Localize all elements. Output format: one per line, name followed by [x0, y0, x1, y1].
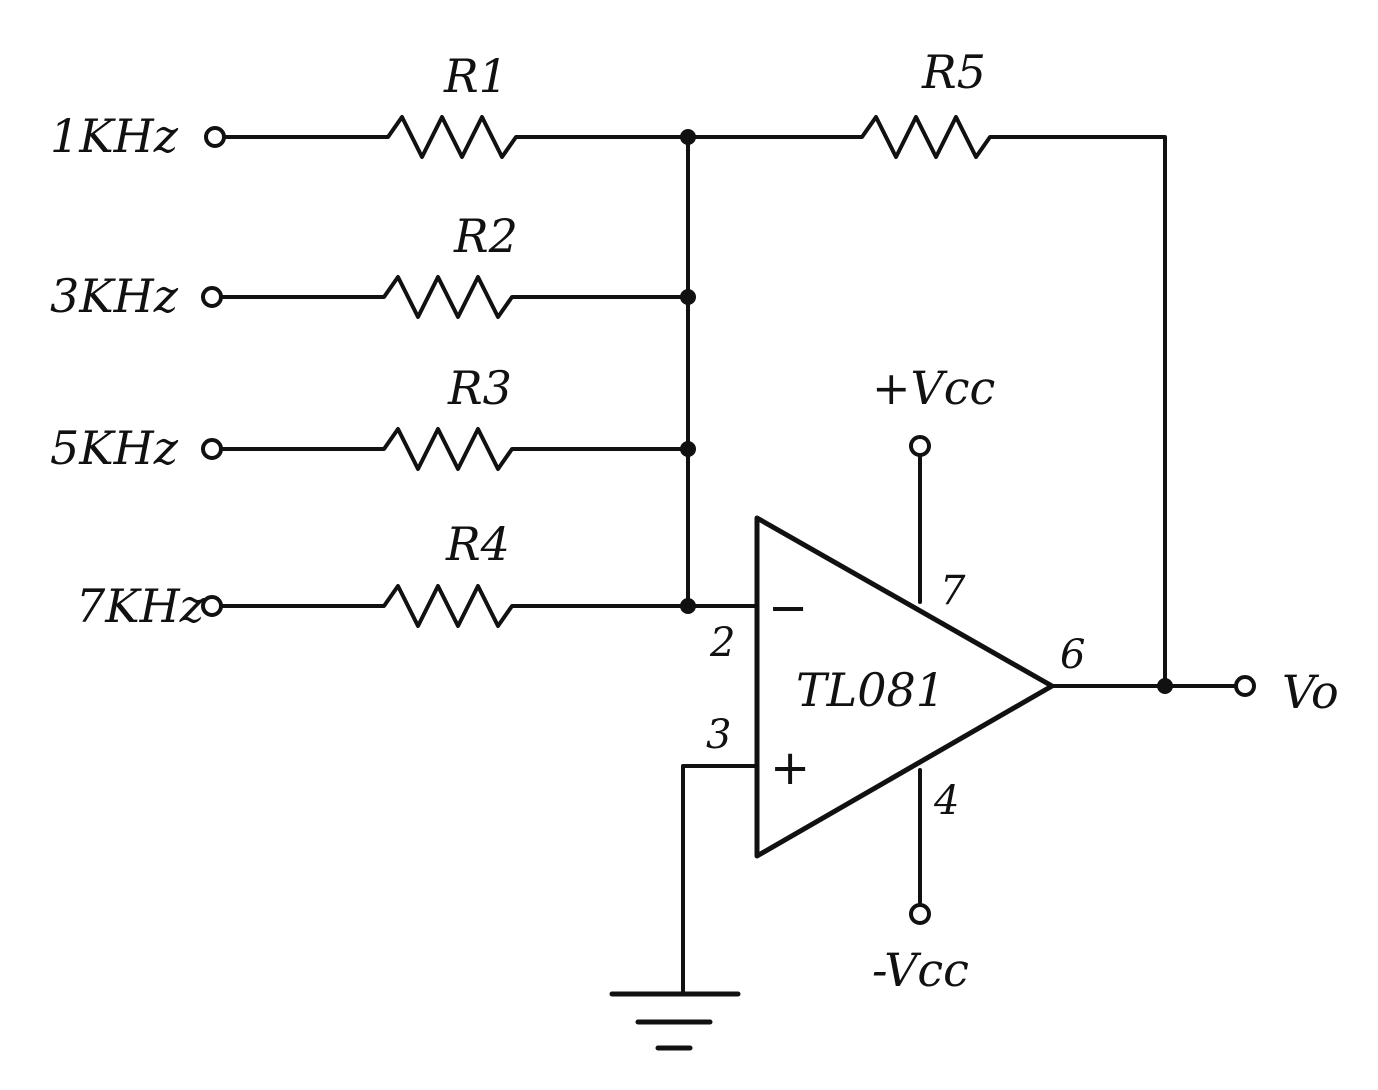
- resistor-r3: [219, 427, 690, 471]
- pin-6-label: 6: [1060, 632, 1085, 678]
- pin-3-label: 3: [706, 712, 731, 758]
- input-branch-2: 3KHz R2: [50, 209, 690, 323]
- output-junction-node: [1157, 678, 1173, 694]
- vcc-negative-terminal: [909, 903, 931, 925]
- output-label: Vo: [1282, 665, 1339, 719]
- input-label-3: 5KHz: [50, 421, 179, 475]
- input-branch-4: 7KHz R4: [76, 517, 758, 633]
- feedback-branch: R5: [686, 45, 1167, 688]
- opamp-tl081: TL081 − + 2 3 6 7 4: [706, 515, 1085, 859]
- vcc-positive-label: +Vcc: [872, 361, 995, 415]
- junction-node-4: [680, 598, 696, 614]
- pin-7-label: 7: [940, 568, 966, 614]
- noninverting-sign: +: [770, 740, 810, 796]
- vcc-positive-terminal: [909, 435, 931, 457]
- input-branch-1: 1KHz R1: [50, 49, 690, 163]
- resistor-r2: [219, 275, 690, 319]
- noninverting-wire: [681, 764, 759, 995]
- input-terminal-4: [201, 595, 223, 617]
- pin-4-label: 4: [933, 778, 959, 824]
- input-terminal-1: [204, 126, 226, 148]
- resistor-label-r4: R4: [445, 517, 510, 571]
- input-label-4: 7KHz: [76, 579, 205, 633]
- resistor-label-r3: R3: [447, 361, 512, 415]
- resistor-r5: [686, 115, 1167, 688]
- output-terminal: [1234, 675, 1256, 697]
- input-branch-3: 5KHz R3: [50, 361, 690, 475]
- resistor-label-r1: R1: [443, 49, 508, 103]
- negative-supply: -Vcc: [872, 768, 969, 997]
- positive-supply: +Vcc: [872, 361, 995, 604]
- input-terminal-3: [201, 438, 223, 460]
- resistor-r1: [222, 115, 690, 159]
- input-label-2: 3KHz: [50, 269, 179, 323]
- ground-branch: [609, 764, 759, 1051]
- pin-2-label: 2: [709, 620, 735, 666]
- junction-node-2: [680, 289, 696, 305]
- resistor-label-r2: R2: [453, 209, 518, 263]
- inverting-sign: −: [768, 580, 808, 636]
- opamp-name: TL081: [796, 663, 945, 717]
- vcc-negative-label: -Vcc: [872, 943, 969, 997]
- resistor-label-r5: R5: [921, 45, 986, 99]
- resistor-r4: [219, 584, 758, 628]
- output-branch: Vo: [1050, 665, 1339, 719]
- input-label-1: 1KHz: [50, 109, 179, 163]
- input-terminal-2: [201, 286, 223, 308]
- opamp-triangle: [754, 515, 1055, 859]
- junction-node-3: [680, 441, 696, 457]
